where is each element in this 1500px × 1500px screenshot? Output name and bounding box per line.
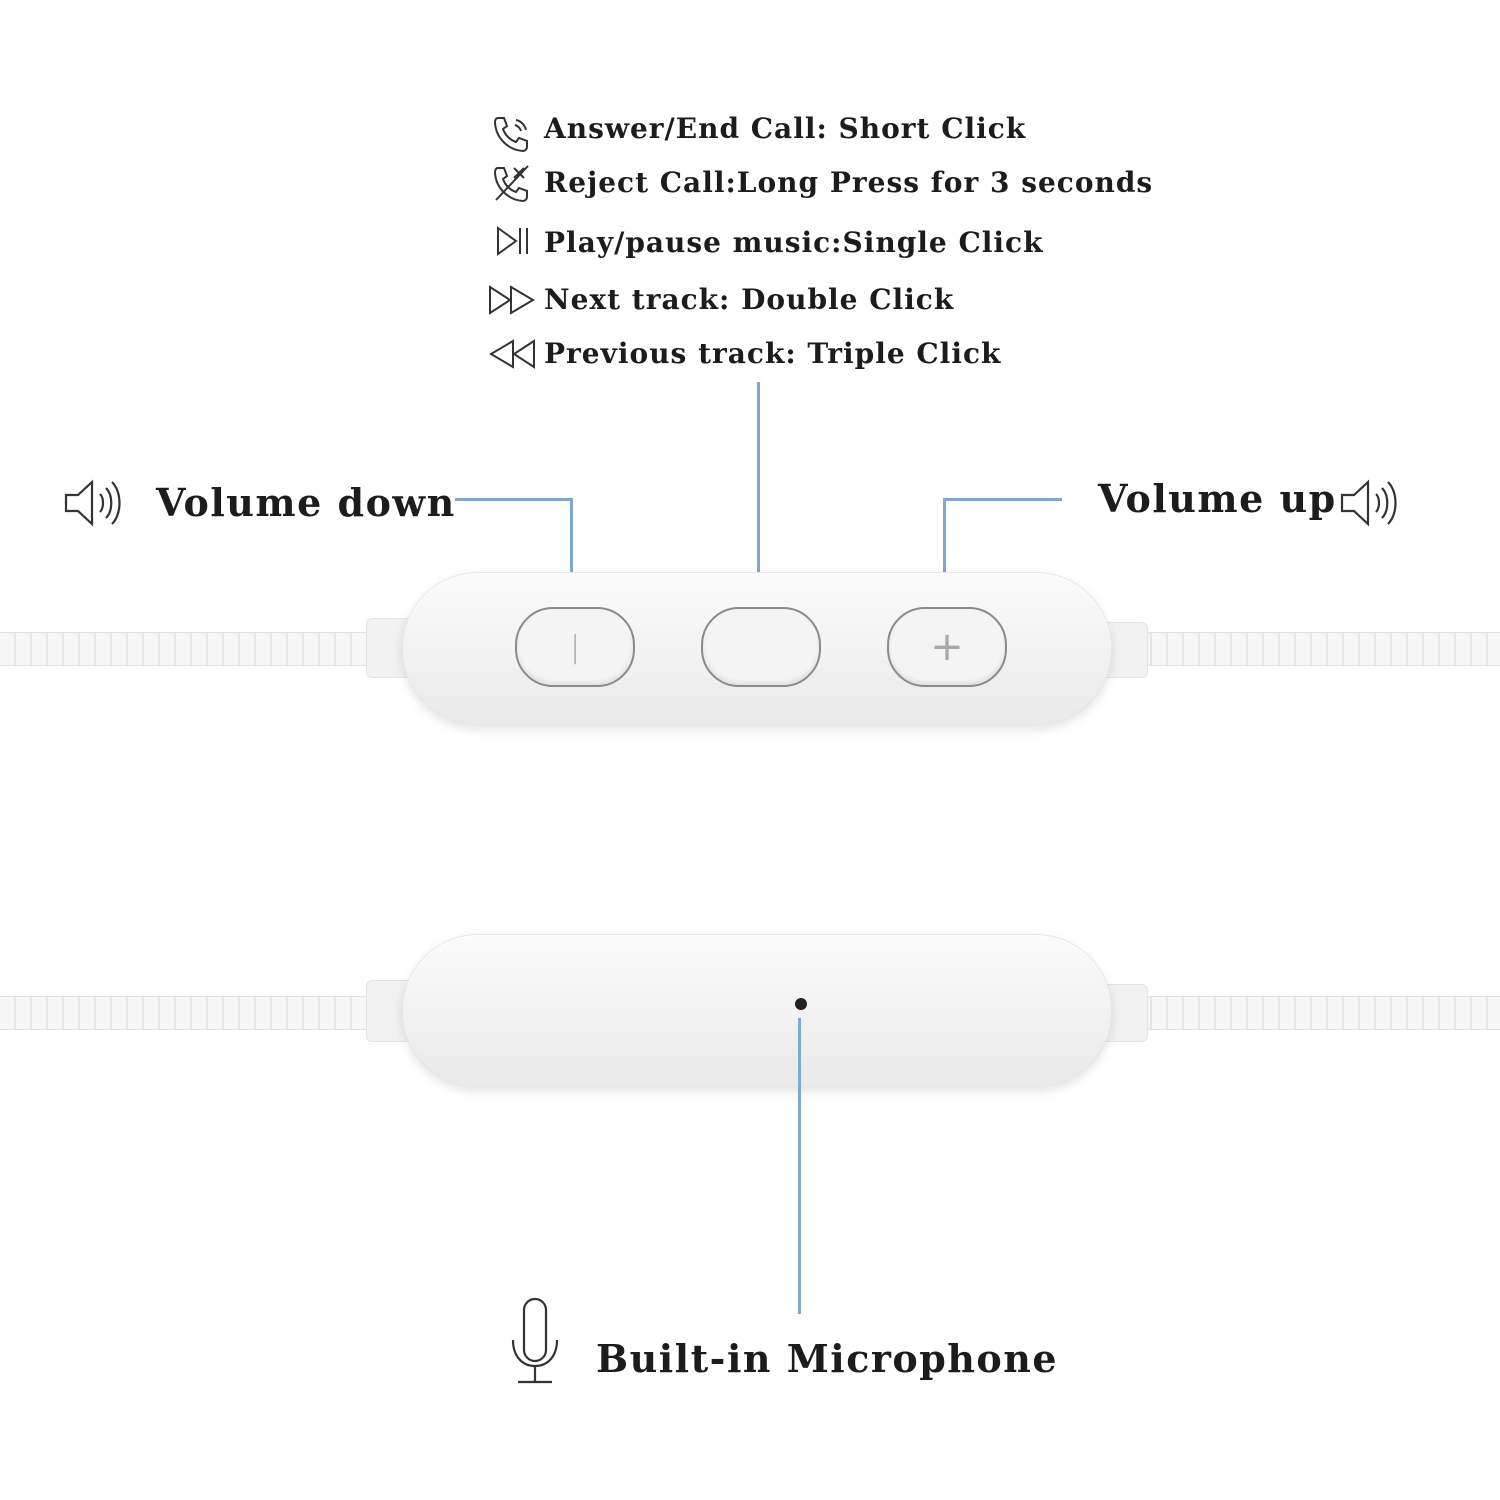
- function-next-track: Next track: Double Click: [544, 283, 955, 316]
- leader-line-multifunction: [757, 382, 760, 614]
- volume-down-button[interactable]: |: [515, 607, 635, 687]
- volume-up-label: Volume up: [1098, 476, 1337, 521]
- function-answer-end-call: Answer/End Call: Short Click: [544, 112, 1027, 145]
- remote-control-buttons-side: | +: [402, 572, 1112, 726]
- cable-right: [1136, 632, 1500, 666]
- function-play-pause: Play/pause music:Single Click: [544, 226, 1044, 259]
- speaker-icon: [1338, 476, 1402, 530]
- leader-line-volume-down: [455, 498, 573, 501]
- leader-line-volume-up: [943, 498, 946, 614]
- cable-left-bottom: [0, 996, 372, 1030]
- leader-line-volume-up: [943, 498, 1062, 501]
- minus-glyph: |: [569, 629, 581, 665]
- fast-forward-icon: [487, 284, 537, 316]
- microphone-icon: [508, 1296, 562, 1388]
- leader-line-microphone: [798, 1018, 801, 1314]
- multifunction-button[interactable]: [701, 607, 821, 687]
- cable-right-bottom: [1136, 996, 1500, 1030]
- function-previous-track: Previous track: Triple Click: [544, 337, 1002, 370]
- microphone-label: Built-in Microphone: [596, 1336, 1059, 1381]
- play-pause-icon: [494, 224, 534, 258]
- rewind-icon: [487, 338, 537, 370]
- microphone-hole: [795, 998, 807, 1010]
- plus-glyph: +: [930, 624, 964, 670]
- remote-control-microphone-side: [402, 934, 1112, 1088]
- phone-reject-icon: [490, 162, 534, 206]
- cable-left: [0, 632, 372, 666]
- phone-answer-icon: [490, 112, 534, 156]
- volume-up-button[interactable]: +: [887, 607, 1007, 687]
- speaker-icon: [62, 476, 126, 530]
- volume-down-label: Volume down: [156, 480, 456, 525]
- leader-line-volume-down: [570, 498, 573, 614]
- function-reject-call: Reject Call:Long Press for 3 seconds: [544, 166, 1154, 199]
